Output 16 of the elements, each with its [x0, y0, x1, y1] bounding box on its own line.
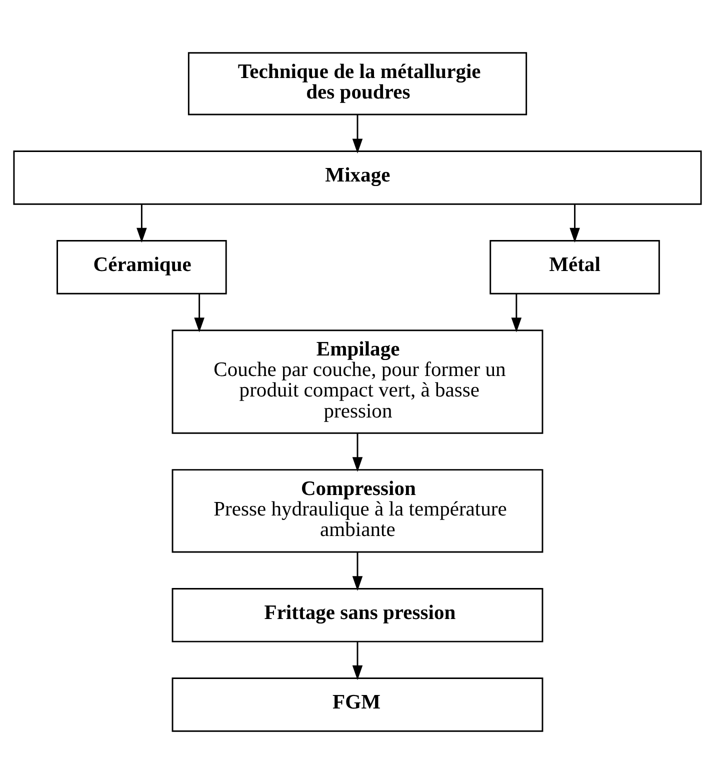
arrow	[194, 293, 204, 332]
arrow	[136, 204, 147, 242]
node-box: Frittage sans pression	[172, 588, 544, 642]
node-box: Compression Presse hydraulique à la température ambiante	[172, 468, 544, 552]
node-box: Mixage	[13, 150, 702, 204]
arrow	[570, 204, 580, 242]
arrow	[352, 552, 363, 590]
arrow	[352, 114, 363, 153]
arrow	[352, 432, 363, 472]
node-box: Technique de la métallurgie des poudres	[188, 52, 528, 115]
node-box: FGM	[172, 677, 544, 732]
arrow	[511, 293, 522, 332]
node-box: Céramique	[56, 240, 227, 294]
arrow	[352, 642, 363, 680]
node-box: Empilage Couche par couche, pour former un produit compact vert, à basse pression	[172, 329, 544, 434]
node-box: Métal	[490, 240, 660, 294]
